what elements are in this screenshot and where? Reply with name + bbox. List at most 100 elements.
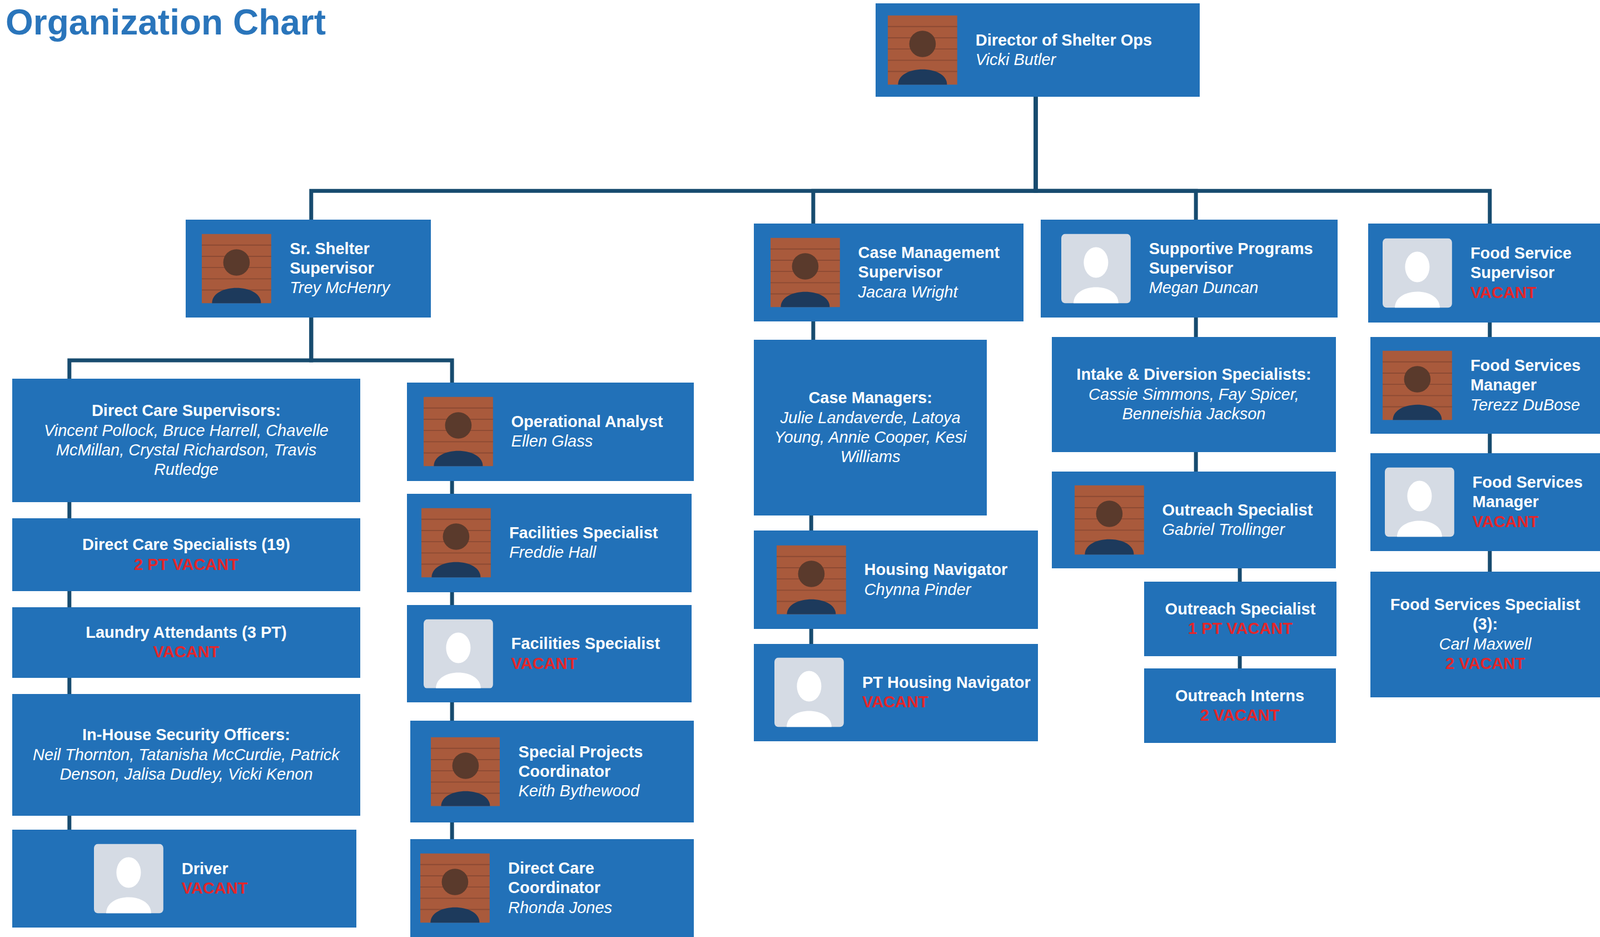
photo-background: [201, 233, 272, 303]
brick-line: [420, 863, 490, 866]
role-title: In-House Security Officers:: [22, 724, 351, 745]
person-head: [444, 412, 472, 440]
box-content: In-House Security Officers:Neil Thornton…: [12, 724, 361, 784]
connector-line: [1487, 550, 1492, 572]
person-head: [908, 30, 936, 58]
person-name: Chynna Pinder: [864, 579, 1032, 600]
org-box: Outreach SpecialistGabriel Trollinger: [1051, 471, 1336, 569]
box-content: Direct Care CoordinatorRhonda Jones: [410, 858, 694, 918]
person-shoulders: [431, 562, 481, 578]
box-content: Operational AnalystEllen Glass: [406, 411, 694, 452]
org-box: DriverVACANT: [12, 829, 357, 928]
org-box: Direct Care CoordinatorRhonda Jones: [410, 838, 694, 937]
role-title: Direct Care Coordinator: [508, 858, 688, 898]
vacancy-note: VACANT: [1472, 512, 1594, 532]
person-head: [451, 752, 479, 779]
connector-line: [1194, 451, 1199, 472]
photo-background: [776, 544, 847, 615]
role-title: Direct Care Specialists (19): [22, 534, 351, 555]
person-head: [791, 252, 819, 280]
person-head: [441, 868, 469, 896]
box-content: Case Management SupervisorJacara Wright: [753, 242, 1024, 302]
avatar-shoulders: [786, 711, 832, 728]
box-content: Outreach Interns2 VACANT: [1144, 686, 1336, 726]
org-box: Intake & Diversion Specialists:Cassie Si…: [1051, 336, 1336, 452]
chart-title: Organization Chart: [5, 1, 326, 44]
org-box: Director of Shelter OpsVicki Butler: [875, 3, 1201, 98]
role-title: Special Projects Coordinator: [518, 742, 688, 782]
org-box: Facilities SpecialistFreddie Hall: [406, 493, 692, 592]
connector-line: [67, 502, 72, 519]
vacancy-note: VACANT: [862, 692, 1032, 712]
avatar-shoulders: [435, 672, 481, 689]
role-title: Outreach Interns: [1154, 686, 1326, 706]
box-content: Supportive Programs SupervisorMegan Dunc…: [1040, 239, 1338, 298]
box-content: Food Services Specialist (3):Carl Maxwel…: [1370, 594, 1600, 674]
vacant-avatar: [423, 618, 494, 689]
photo-background: [1382, 350, 1453, 420]
box-content: Case Managers:Julie Landaverde, Latoya Y…: [753, 388, 987, 467]
photo-background: [430, 736, 501, 807]
person-head: [1095, 500, 1123, 528]
org-box: Food Services Specialist (3):Carl Maxwel…: [1370, 571, 1600, 698]
role-title: Facilities Specialist: [509, 523, 686, 543]
person-shoulders: [440, 790, 490, 807]
person-photo: [201, 233, 272, 303]
connector-line: [1035, 96, 1196, 220]
person-name: Gabriel Trollinger: [1162, 519, 1330, 540]
photo-background: [423, 618, 494, 689]
brick-line: [887, 59, 958, 61]
person-shoulders: [897, 69, 947, 86]
connector-line: [311, 96, 1036, 220]
vacancy-note: 2 PT VACANT: [22, 554, 351, 575]
person-shoulders: [433, 450, 483, 467]
connector-line: [67, 590, 72, 608]
avatar-head: [1083, 246, 1108, 278]
person-name: Trey McHenry: [289, 277, 424, 298]
org-box: Operational AnalystEllen Glass: [406, 382, 694, 481]
photo-background: [1074, 485, 1145, 555]
vacancy-note: 2 VACANT: [1380, 653, 1590, 674]
box-content: Food Service SupervisorVACANT: [1368, 243, 1600, 303]
person-photo: [770, 237, 841, 308]
org-box: Supportive Programs SupervisorMegan Dunc…: [1040, 219, 1338, 318]
box-content: Food Services ManagerVACANT: [1370, 472, 1600, 532]
person-photo: [430, 736, 501, 807]
org-box: Direct Care Supervisors:Vincent Pollock,…: [12, 378, 361, 503]
avatar-head: [445, 632, 471, 663]
brick-line: [1382, 394, 1453, 396]
photo-background: [421, 508, 491, 578]
person-name: Jacara Wright: [858, 282, 1017, 302]
vacancy-note: VACANT: [181, 878, 350, 898]
box-content: Laundry Attendants (3 PT)VACANT: [12, 622, 361, 663]
brick-line: [776, 589, 847, 591]
role-title: Food Services Specialist (3):: [1380, 594, 1590, 635]
brick-line: [1382, 361, 1453, 363]
connector-line: [1487, 322, 1492, 337]
avatar-shoulders: [1394, 291, 1440, 308]
box-content: DriverVACANT: [12, 858, 357, 899]
role-title: Supportive Programs Supervisor: [1149, 239, 1332, 279]
person-name: Ellen Glass: [511, 431, 688, 451]
person-name: Julie Landaverde, Latoya Young, Annie Co…: [763, 408, 977, 467]
connector-line: [809, 628, 814, 645]
box-content: Outreach Specialist1 PT VACANT: [1144, 599, 1338, 639]
org-box: Food Service SupervisorVACANT: [1368, 223, 1600, 323]
role-title: Housing Navigator: [864, 559, 1032, 580]
box-content: Intake & Diversion Specialists:Cassie Si…: [1051, 364, 1336, 424]
role-title: Facilities Specialist: [511, 633, 686, 654]
person-name: Megan Duncan: [1149, 277, 1332, 298]
person-photo: [887, 15, 958, 86]
brick-line: [423, 441, 494, 443]
connector-line: [811, 321, 816, 340]
brick-line: [201, 244, 272, 246]
person-name: Terezz DuBose: [1470, 395, 1594, 415]
person-photo: [776, 544, 847, 615]
brick-line: [423, 407, 494, 409]
avatar-head: [1407, 480, 1432, 511]
org-box: Housing NavigatorChynna Pinder: [753, 530, 1038, 629]
person-head: [443, 523, 470, 551]
brick-line: [430, 747, 501, 749]
org-box: In-House Security Officers:Neil Thornton…: [12, 693, 361, 816]
box-content: Direct Care Supervisors:Vincent Pollock,…: [12, 400, 361, 480]
